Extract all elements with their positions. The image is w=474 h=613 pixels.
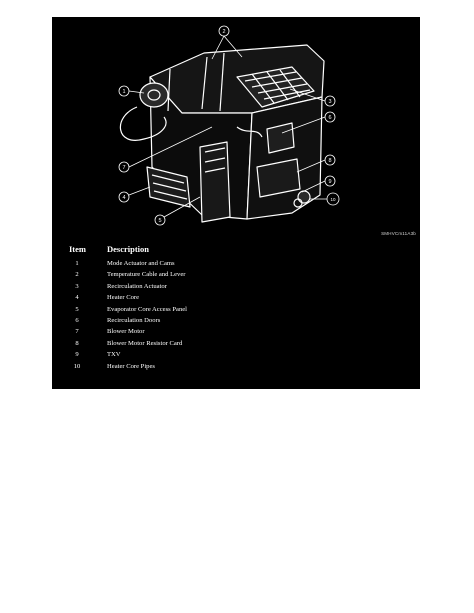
callout-label-6: 6 [328,115,331,121]
legend-item-description: Heater Core [107,294,140,302]
callout-label-7: 7 [122,165,125,171]
legend-row: 5 Evaporator Core Access Panel [52,305,420,316]
legend-item-description: TXV [107,351,121,359]
callout-label-8: 8 [328,158,331,164]
legend-row: 8 Blower Motor Resistor Card [52,339,420,350]
legend-row: 9 TXV [52,350,420,361]
callout-1 [118,85,145,97]
callout-3 [289,88,336,107]
legend-item-description: Evaporator Core Access Panel [107,305,188,313]
callout-10 [310,192,340,206]
legend-item-number: 2 [75,271,79,279]
legend-row: 3 Recirculation Actuator [52,282,420,293]
callout-7 [118,126,213,173]
legend-item-description: Blower Motor [107,328,145,336]
legend-row: 1 Mode Actuator and Cams [52,259,420,270]
legend-item-description: Mode Actuator and Cams [107,260,175,267]
callout-5 [154,196,201,226]
legend-item-number: 1 [75,260,79,267]
legend-row: 4 Heater Core [52,293,420,304]
legend-item-number: 10 [73,362,81,370]
callout-label-4: 4 [122,195,125,201]
hvac-assembly-illustration: 1 2 3 4 5 6 7 8 9 10 [118,25,340,226]
callout-9 [301,175,336,193]
figure-code: SMHVCm11A3b [381,231,416,236]
callout-label-10: 10 [330,197,336,202]
legend-row: 7 Blower Motor [52,327,420,338]
legend-header-item: Item [69,244,86,254]
callout-4 [118,186,151,203]
legend-item-description: Recirculation Actuator [107,282,167,290]
legend-item-number: 6 [75,316,79,324]
legend-item-description: Temperature Cable and Lever [107,271,186,279]
legend-header-row: Item Description [52,242,420,259]
callout-label-2: 2 [222,29,225,35]
legend-row: 6 Recirculation Doors [52,316,420,327]
callout-label-9: 9 [328,179,331,185]
legend-row: 2 Temperature Cable and Lever [52,270,420,281]
legend-item-number: 4 [75,294,79,302]
legend-item-number: 3 [75,282,79,290]
legend-item-number: 7 [75,328,79,336]
legend-header-description: Description [107,244,150,254]
legend-item-number: 5 [75,305,79,313]
callout-6 [281,111,336,134]
legend-item-number: 8 [75,339,79,347]
callout-label-1: 1 [122,89,125,95]
legend-table: Item Description 1 Mode Actuator and Cams… [52,242,420,373]
legend-item-description: Recirculation Doors [107,316,161,324]
callout-8 [296,154,336,173]
callout-label-5: 5 [158,218,161,224]
legend-item-description: Heater Core Pipes [107,362,155,370]
legend-item-number: 9 [75,351,79,359]
callout-2 [211,25,243,60]
legend-row: 10 Heater Core Pipes [52,362,420,373]
figure-panel: 1 2 3 4 5 6 7 8 9 10 SMHVCm11A3b Item De… [52,17,420,389]
callout-label-3: 3 [328,99,331,105]
legend-item-description: Blower Motor Resistor Card [107,339,183,347]
